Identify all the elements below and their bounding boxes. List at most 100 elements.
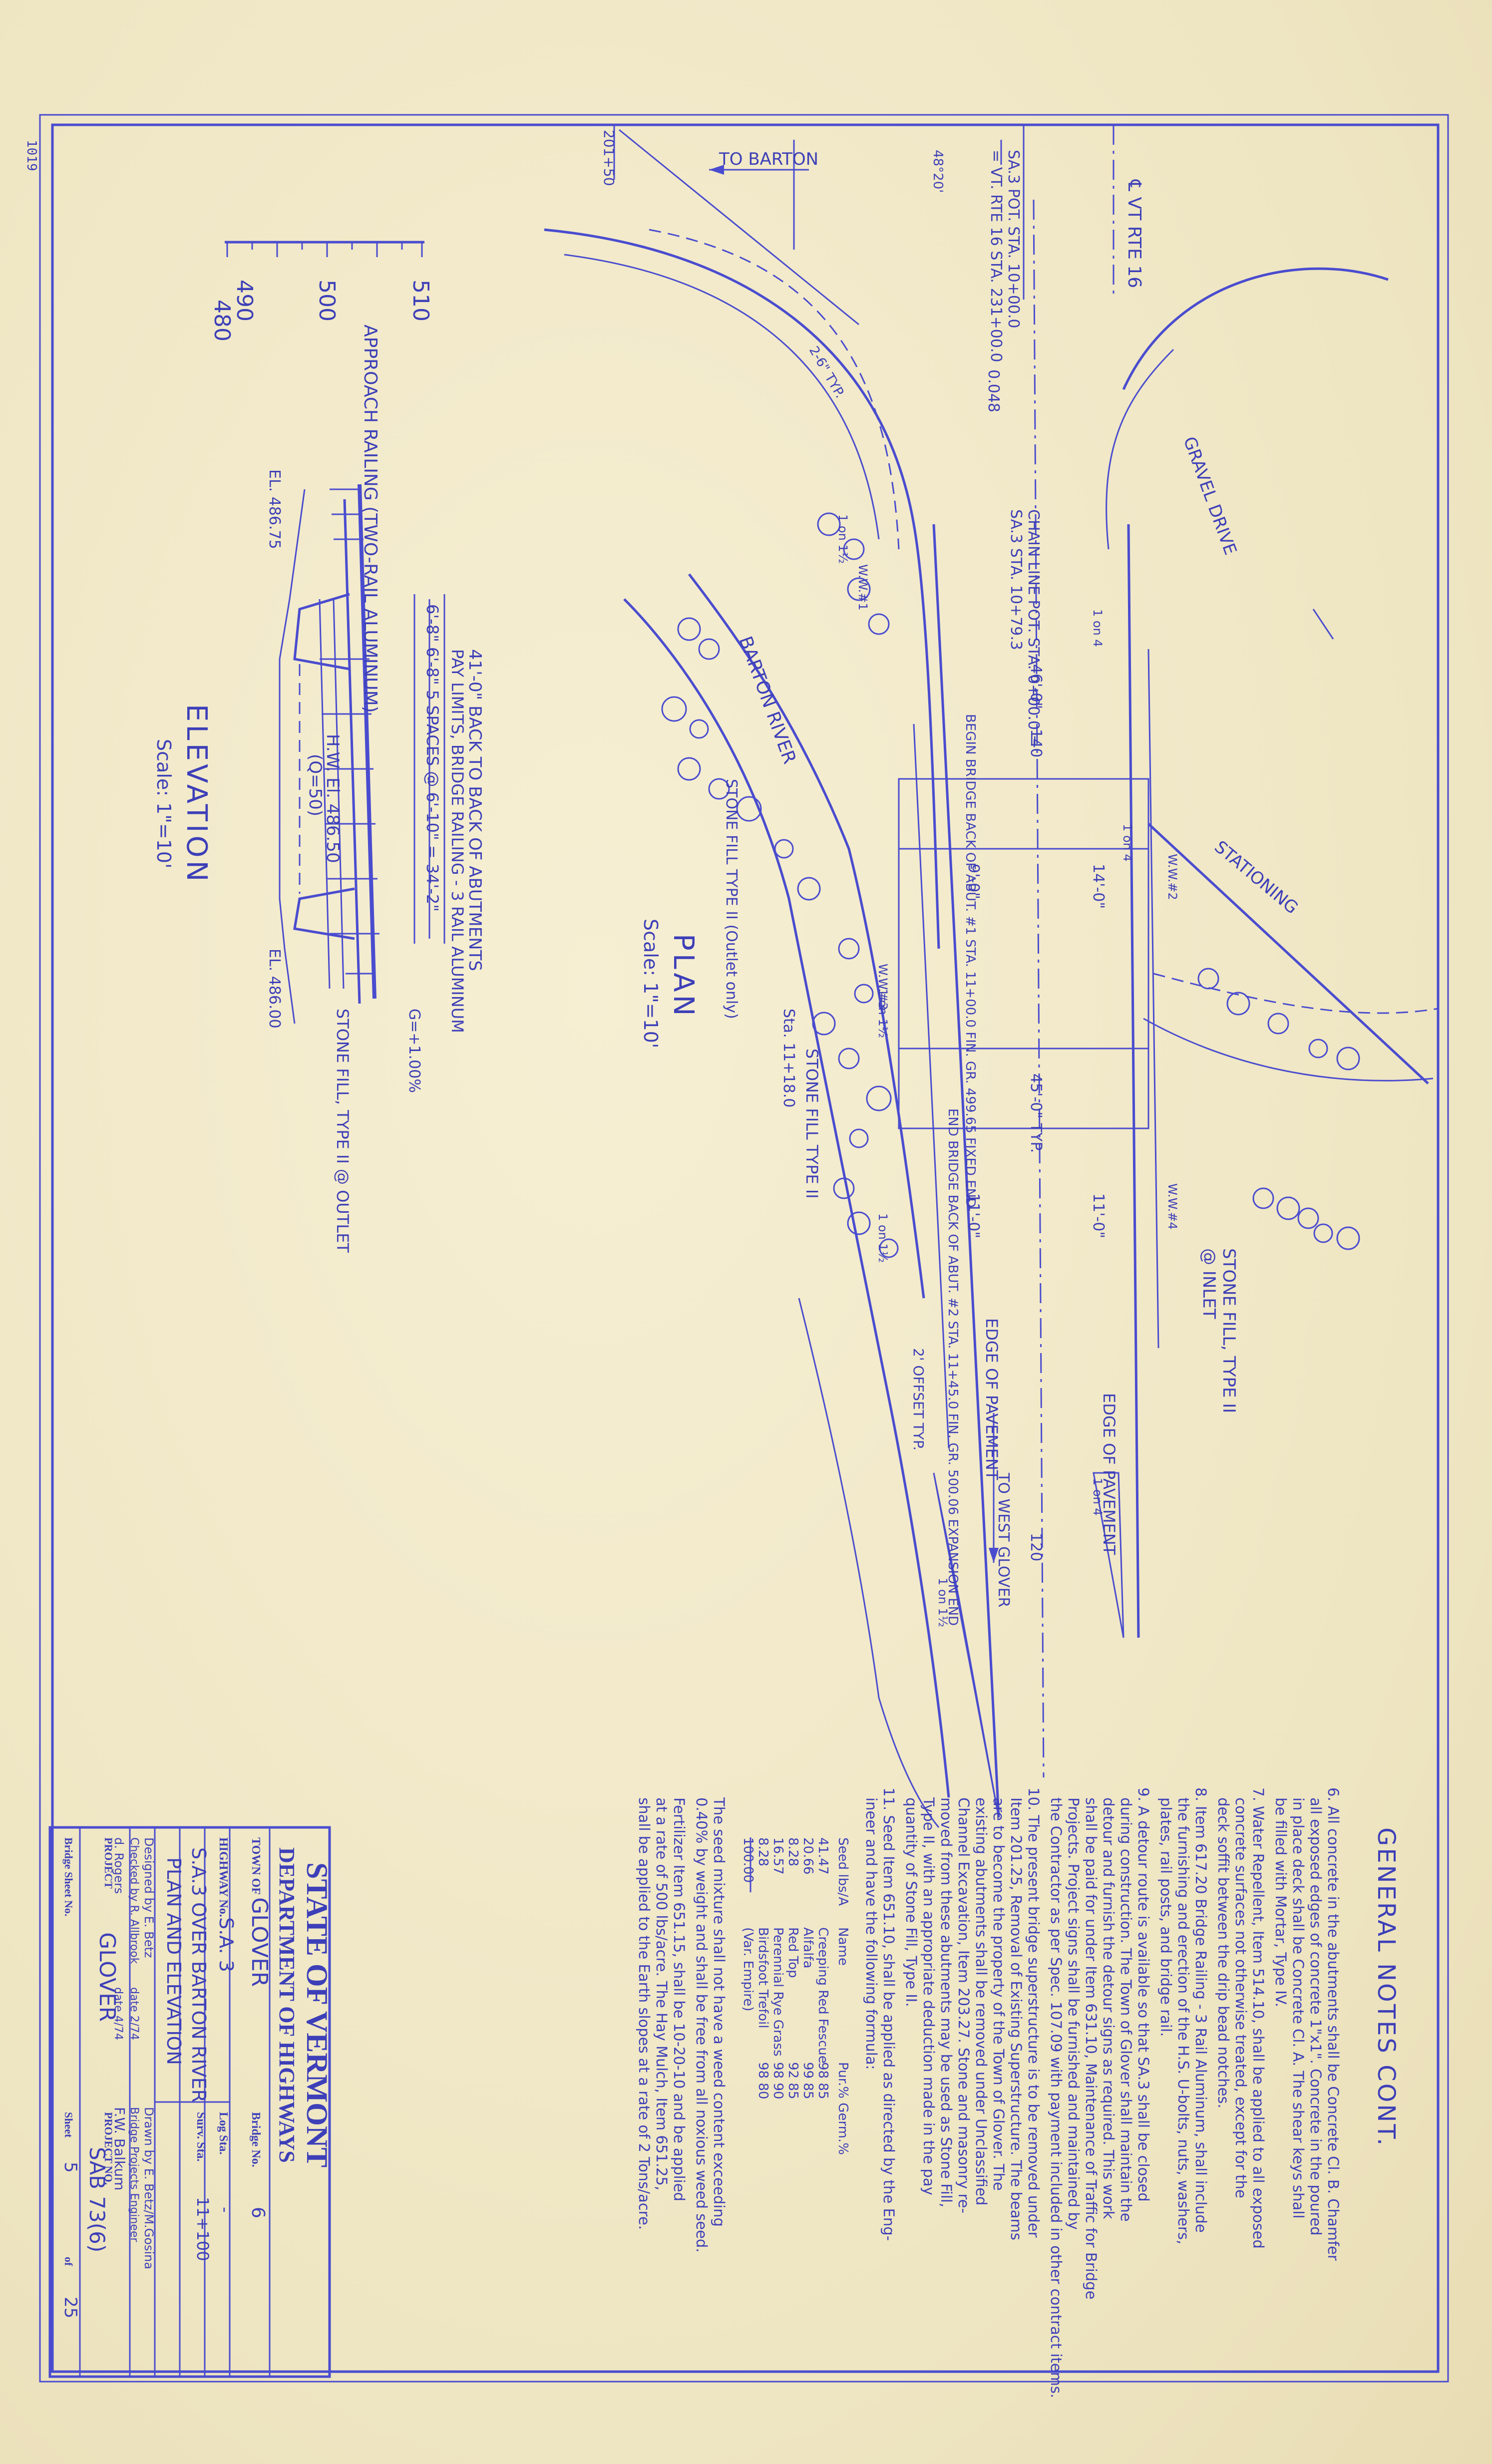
plan-label-chain-line-2: SA.3 STA. 10+79.3 [1007, 509, 1025, 650]
svg-text:Perennial Rye Grass: Perennial Rye Grass [770, 1927, 785, 2057]
elevation-stone-fill: STONE FILL, TYPE II @ OUTLET [333, 1009, 352, 1253]
plan-slope-1on1d: 1 on 1½ [936, 1578, 950, 1627]
plan-river-bank-2 [688, 573, 925, 1299]
plan-dim-460: 46'-0" [1027, 664, 1045, 709]
plan-slope-1on4b: 1 on 4 [1120, 824, 1134, 862]
title-total-sheets: 25 [60, 2297, 80, 2318]
corner-mark: 1019 [24, 140, 39, 171]
plan-dim-450: 45'-0" TYP. [1027, 1073, 1045, 1153]
note-fert-line-2: at a rate of 500 lbs/acre. The Hay Mulch… [653, 1797, 670, 2190]
elevation-abutment-2 [293, 887, 355, 940]
title-bridge-sheet-label: Bridge Sheet No. [62, 1837, 75, 1916]
plan-grade-048: 0.048 [985, 369, 1002, 412]
seed-table-header-2: Name [835, 1927, 850, 1966]
note-6-line-4: be filled with Mortar, Type IV. [1272, 1797, 1289, 2007]
plan-label-stone-fill-inlet: STONE FILL, TYPE II [1219, 1248, 1239, 1413]
svg-text:98 85: 98 85 [815, 2062, 830, 2099]
note-10-line-1: 10. The present bridge superstructure is… [1025, 1787, 1042, 2238]
svg-text:(Var. Empire): (Var. Empire) [741, 1927, 755, 2011]
svg-text:8.28: 8.28 [755, 1837, 770, 1866]
plan-label-vt-sta: = VT. RTE 16 STA. 231+00.0 [987, 150, 1005, 362]
plan-dim-20: 2' OFFSET TYP. [910, 1348, 927, 1450]
plan-label-sa-pot: SA.3 POT. STA. 10+00.0 [1005, 150, 1022, 329]
plan-label-begin-bridge: BEGIN BRIDGE BACK OF ABUT. #1 STA. 11+00… [963, 714, 978, 1208]
title-town: GLOVER [247, 1897, 272, 1987]
title-project: GLOVER [94, 1932, 120, 2022]
title-project-title-2: PLAN AND ELEVATION [163, 1857, 185, 2065]
note-8-line-2: the furnishing and erection of the H.S. … [1175, 1797, 1192, 2244]
plan-river-bank-1 [623, 598, 950, 1798]
title-bridge-no-label: Bridge No. [249, 2112, 262, 2167]
title-state: STATE OF VERMONT [301, 1862, 334, 2167]
plan-label-end-bridge: END BRIDGE BACK OF ABUT. #2 STA. 11+45.0… [945, 1108, 960, 1626]
title-sheet-label: Sheet [62, 2112, 75, 2138]
note-6-line-2: all exposed edges of concrete 1"x1". Con… [1307, 1797, 1324, 2235]
svg-text:Creeping Red Fescue: Creeping Red Fescue [815, 1927, 830, 2064]
svg-text:Red Top: Red Top [785, 1927, 800, 1978]
elevation-pay-limits-label: PAY LIMITS, BRIDGE RAILING - 3 RAIL ALUM… [448, 649, 467, 1033]
plan-road-line-2 [1127, 524, 1140, 1638]
svg-text:92 85: 92 85 [785, 2062, 800, 2099]
note-8-line-1: 8. Item 617.20 Bridge Railing - 3 Rail A… [1192, 1787, 1209, 2233]
note-fert-line-3: shall be applied to the Earth slopes at … [636, 1797, 653, 2230]
title-date-2: date 4/74 [112, 1987, 124, 2040]
title-log-sta: - [216, 2207, 235, 2213]
title-town-label: TOWN OF [249, 1837, 262, 1895]
note-seed-line-2: 0.40% by weight and shall be free from a… [693, 1797, 710, 2253]
note-11-line-1: 11. Seed Item 651.10, shall be applied a… [880, 1787, 897, 2241]
note-10-line-8: quantity of Stone Fill, Type II. [903, 1797, 920, 2007]
plan-label-to-west-glover: TO WEST GLOVER [995, 1472, 1012, 1607]
note-9-line-6: the Contractor as per Spec. 107.09 with … [1048, 1797, 1065, 2398]
svg-text:100.00: 100.00 [741, 1837, 755, 1883]
general-notes: GENERAL NOTES CONT. 6. All concrete in t… [636, 1787, 1400, 2398]
elevation-deck [358, 484, 376, 999]
plan-ww4: W.W.#4 [1165, 1183, 1179, 1230]
note-6-line-3: in place deck shall be Concrete Cl. A. T… [1290, 1797, 1307, 2218]
title-sheet-no: 5 [60, 2162, 80, 2173]
scale-tick-490: 490 [232, 280, 257, 322]
plan-label-edge-pavement-1: EDGE OF PAVEMENT [1100, 1393, 1119, 1555]
title-project-title-1: S.A.3 OVER BARTON RIVER [188, 1847, 210, 2103]
svg-text:8.28: 8.28 [785, 1837, 800, 1866]
elevation-view: APPROACH RAILING (TWO-RAIL ALUMINUM) 41'… [153, 325, 485, 1253]
note-seed-line-1: The seed mixture shall not have a weed c… [711, 1797, 728, 2227]
svg-text:Birdsfoot Trefoil: Birdsfoot Trefoil [755, 1927, 770, 2028]
title-project-label: PROJECT [102, 1837, 115, 1889]
elevation-grade: G=+1.00% [405, 1009, 423, 1093]
title-project-no: SAB 73(6) [85, 2147, 109, 2252]
plan-stationing-line [1147, 823, 1429, 1084]
scale-tick-480: 480 [209, 300, 235, 342]
svg-text:41.47: 41.47 [815, 1837, 830, 1874]
plan-label-angle: 48°20' [930, 150, 945, 193]
svg-text:Alfalfa: Alfalfa [800, 1927, 815, 1968]
plan-label-stone-fill-outlet-only: STONE FILL TYPE II (Outlet only) [723, 779, 740, 1019]
plan-label-barton-river: BARTON RIVER [735, 634, 800, 766]
svg-text:16.57: 16.57 [770, 1837, 785, 1874]
title-highway-label: HIGHWAY No. [217, 1837, 230, 1917]
note-10-line-2: Item 201.25, Removal of Existing Superst… [1008, 1797, 1025, 2240]
notes-heading: GENERAL NOTES CONT. [1372, 1827, 1400, 2147]
svg-text:98 80: 98 80 [755, 2062, 770, 2099]
title-date-1: date 2/74 [128, 1987, 140, 2040]
note-10-line-6: moved from these abutments may be used a… [938, 1797, 955, 2207]
title-surv-sta: 11+100 [193, 2197, 212, 2261]
svg-text:20.66: 20.66 [800, 1837, 815, 1874]
plan-dim-120: 120 [1027, 1533, 1045, 1561]
sheet-inner-border [51, 123, 1440, 2373]
title-fw: F.W. Balkum [111, 2107, 128, 2190]
plan-dim-110a: 11'-0" [965, 1193, 982, 1238]
scale-tick-500: 500 [314, 280, 340, 322]
seed-table-header-3: Pur.% Germ.% [835, 2062, 850, 2155]
plan-title: PLAN [667, 934, 700, 1019]
elevation-back-to-back-label: 41'-0" BACK TO BACK OF ABUTMENTS [465, 649, 485, 971]
note-10-line-5: Channel Excavation, Item 203.27. Stone a… [955, 1797, 972, 2213]
note-7-line-1: 7. Water Repellent, Item 514.10, shall b… [1250, 1787, 1267, 2249]
note-10-line-4: existing abutments shall be removed unde… [973, 1797, 990, 2205]
note-9-line-5: Projects. Project signs shall be furnish… [1065, 1797, 1082, 2230]
elevation-approach-railing-label: APPROACH RAILING (TWO-RAIL ALUMINUM) [360, 325, 380, 713]
note-7-line-2: concrete surfaces not otherwise treated,… [1232, 1797, 1249, 2198]
plan-label-gravel-drive: GRAVEL DRIVE [1179, 434, 1241, 557]
elevation-el-left: EL. 486.75 [266, 469, 283, 549]
plan-road-line-1 [932, 524, 1000, 1818]
plan-ww3: W.W.#3 [876, 964, 890, 1010]
